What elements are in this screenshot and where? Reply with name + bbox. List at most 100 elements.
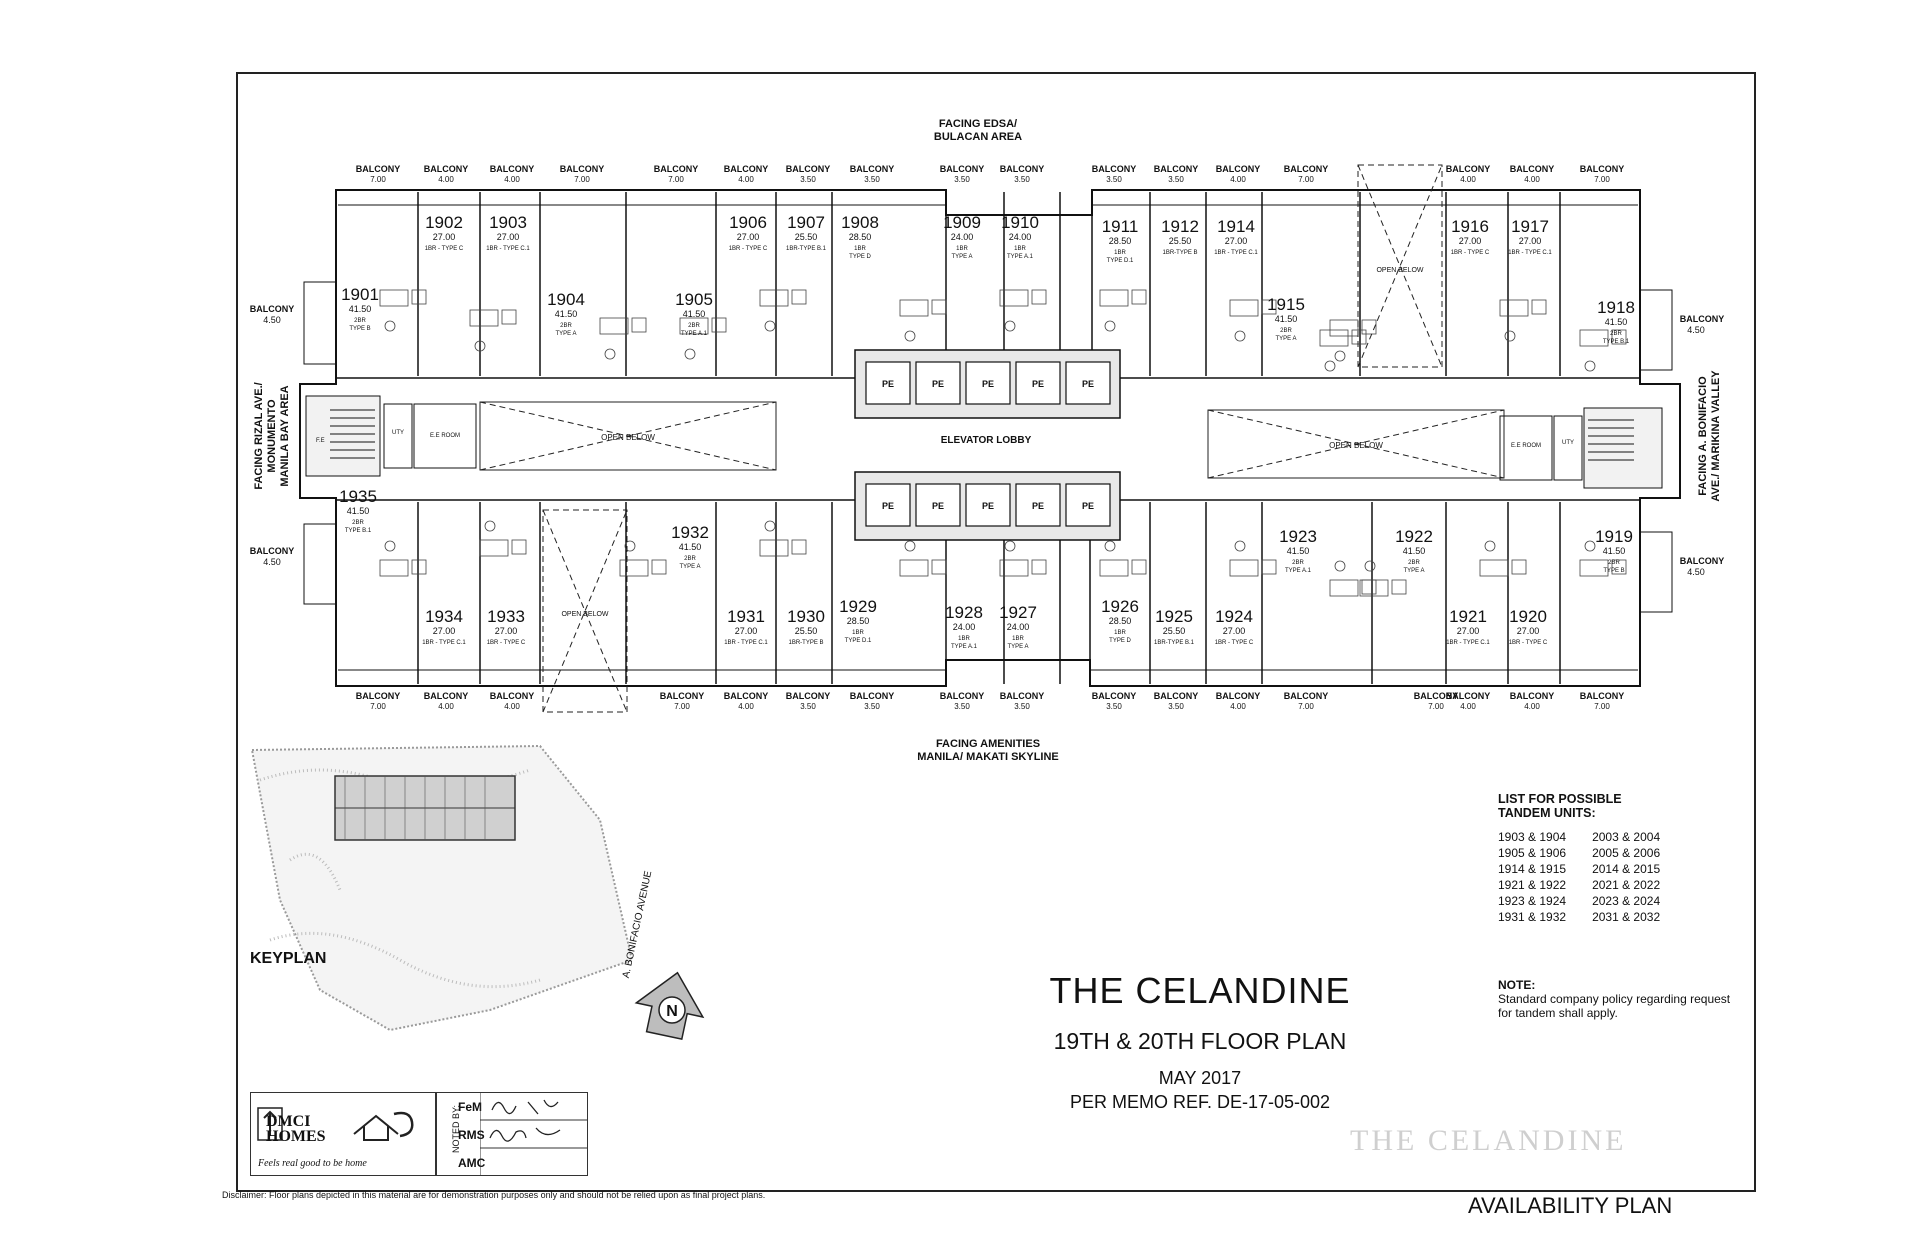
unit-area: 25.50 (1169, 236, 1192, 246)
open-below-right: OPEN BELOW (1329, 441, 1383, 450)
unit-subtype: TYPE A.1 (681, 331, 708, 337)
tandem-cell: 1921 & 1922 (1498, 878, 1567, 892)
memo-reference: PER MEMO REF. DE-17-05-002 (1069, 1092, 1331, 1112)
facing-left-line1: FACING RIZAL AVE./ (253, 382, 265, 489)
unit-subtype: TYPE B (1603, 568, 1624, 574)
floor-plan: FACING EDSA/ BULACAN AREA FACING AMENITI… (250, 118, 1725, 763)
balcony-width: 3.50 (1106, 175, 1122, 184)
balcony-label: BALCONY (940, 164, 985, 174)
balcony-left-bottom-value: 4.50 (263, 557, 281, 567)
unit-type: 1BR - TYPE C.1 (1214, 250, 1258, 256)
unit-area: 24.00 (1009, 232, 1032, 242)
balcony-label: BALCONY (724, 691, 769, 701)
plan-date: MAY 2017 (1158, 1068, 1242, 1088)
corridor-void-right (1207, 409, 1505, 479)
unit-type: 2BR (1280, 328, 1292, 334)
units_bottomunit-number: 1924 (1215, 607, 1253, 626)
units_topunit-number: 1909 (943, 213, 981, 232)
unit-area: 27.00 (495, 626, 518, 636)
unit-type: 1BR - TYPE C (425, 246, 464, 252)
balcony-label: BALCONY (786, 691, 831, 701)
elevator-car (1015, 361, 1061, 405)
note-text: Standard company policy regarding reques… (1498, 992, 1731, 1020)
elevator-car (865, 361, 911, 405)
unit-area: 27.00 (1457, 626, 1480, 636)
unit-type: 2BR (1292, 560, 1304, 566)
elevator-label: PE (882, 379, 894, 389)
units_topunit-number: 1914 (1217, 217, 1255, 236)
balcony-label: BALCONY (1092, 691, 1137, 701)
balcony-label: BALCONY (1446, 691, 1491, 701)
facing-top-line1: FACING EDSA/ (939, 118, 1017, 130)
balcony-width: 7.00 (674, 702, 690, 711)
watermark: THE CELANDINE (1350, 1124, 1627, 1157)
units_topunit-number: 1906 (729, 213, 767, 232)
balcony-width: 7.00 (1298, 175, 1314, 184)
open-below-bottom: OPEN BELOW (561, 611, 608, 618)
unit-type: 2BR (560, 323, 572, 329)
note-block: NOTE: Standard company policy regarding … (1498, 978, 1738, 1020)
balcony-width: 4.00 (438, 702, 454, 711)
units_topunit-number: 1916 (1451, 217, 1489, 236)
elevator-label: PE (1032, 379, 1044, 389)
balcony-width: 3.50 (954, 175, 970, 184)
balcony-width: 3.50 (800, 175, 816, 184)
unit-area: 27.00 (1459, 236, 1482, 246)
elevator-car (1065, 361, 1111, 405)
units_bottomunit-number: 1926 (1101, 597, 1139, 616)
tandem-cell: 2031 & 2032 (1592, 910, 1661, 924)
unit-area: 28.50 (1109, 616, 1132, 626)
unit-area: 25.50 (795, 232, 818, 242)
unit-area: 25.50 (795, 626, 818, 636)
balcony-label: BALCONY (1580, 164, 1625, 174)
unit-type: 1BR - TYPE C.1 (1446, 640, 1490, 646)
units_topunit-number: 1905 (675, 290, 713, 309)
noted-by-amc: AMC (458, 1156, 486, 1170)
balcony-label: BALCONY (1510, 691, 1555, 701)
balcony-width: 7.00 (1428, 702, 1444, 711)
unit-subtype: TYPE A.1 (951, 644, 978, 650)
units_topunit-number: 1912 (1161, 217, 1199, 236)
elevator-car (1015, 483, 1061, 527)
balcony-width: 7.00 (1594, 175, 1610, 184)
unit-area: 25.50 (1163, 626, 1186, 636)
unit-type: 1BR-TYPE B (1162, 250, 1197, 256)
unit-subtype: TYPE A (1275, 336, 1296, 342)
unit-type: 2BR (1408, 560, 1420, 566)
balcony-label: BALCONY (940, 691, 985, 701)
balcony-label: BALCONY (660, 691, 705, 701)
balcony-width: 3.50 (800, 702, 816, 711)
balcony-label: BALCONY (1216, 691, 1261, 701)
unit-area: 28.50 (847, 616, 870, 626)
unit-area: 27.00 (433, 232, 456, 242)
balcony-width: 7.00 (370, 702, 386, 711)
drawing-sheet (236, 72, 1756, 1192)
initials-signatures (480, 1092, 588, 1176)
balcony-label: BALCONY (1414, 691, 1459, 701)
units_topunit-number: 1911 (1102, 217, 1139, 236)
units_bottomunit-number: 1923 (1279, 527, 1317, 546)
balcony-width: 4.00 (504, 702, 520, 711)
room-fixtures (379, 289, 1627, 597)
side-balconies (303, 281, 1673, 613)
north-label: N (666, 1003, 678, 1020)
facing-bottom-line1: FACING AMENITIES (936, 738, 1040, 750)
balcony-left-top-label: BALCONY (250, 304, 295, 314)
balcony-right-top-label: BALCONY (1680, 314, 1725, 324)
uty-left-label: UTY (392, 430, 404, 436)
logo-mark-icon (257, 1107, 283, 1141)
elevator-car (965, 483, 1011, 527)
balcony-label: BALCONY (356, 691, 401, 701)
noted-by-fem: FeM (458, 1100, 482, 1114)
unit-area: 41.50 (347, 506, 370, 516)
unit-area: 27.00 (497, 232, 520, 242)
elevator-car (865, 483, 911, 527)
unit-subtype: TYPE A (951, 254, 972, 260)
units_topunit-number: 1915 (1267, 295, 1305, 314)
balcony-width: 4.00 (504, 175, 520, 184)
facing-right-line2: AVE./ MARIKINA VALLEY (1710, 370, 1722, 502)
balcony-width: 3.50 (864, 175, 880, 184)
balcony-width: 4.00 (438, 175, 454, 184)
